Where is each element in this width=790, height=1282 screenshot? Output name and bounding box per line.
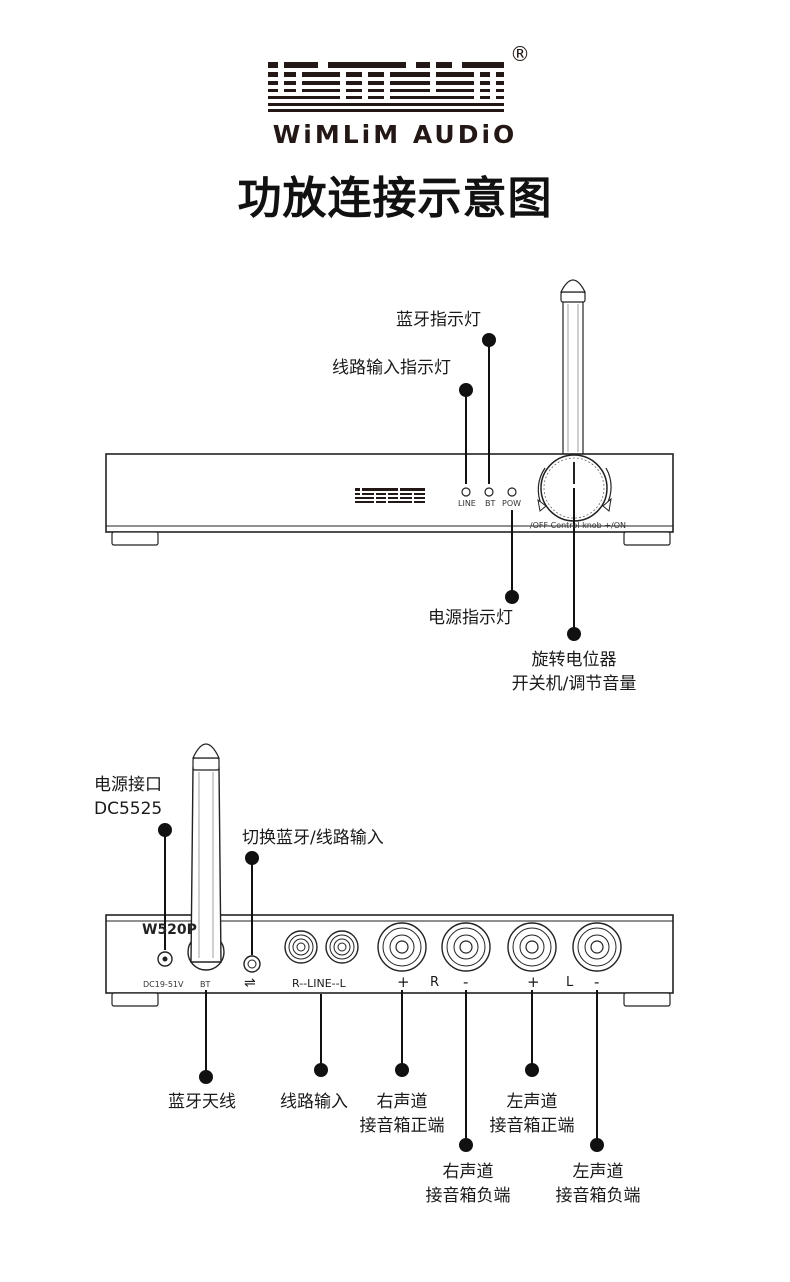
model-label: W520P	[142, 922, 197, 938]
power-port-callout-line1: 电源接口	[94, 775, 162, 795]
right-neg-callout-line2: 接音箱负端	[425, 1186, 511, 1206]
r-label: R	[430, 975, 440, 990]
r-minus-label: -	[463, 973, 469, 991]
brand-wordmark: WiMLiM AUDiO	[272, 120, 518, 149]
bt-led-label: BT	[485, 499, 496, 508]
speaker-terminal-l-plus[interactable]	[507, 922, 557, 972]
power-port-callout-line2: DC5525	[94, 799, 163, 819]
left-neg-callout-line1: 左声道	[572, 1162, 624, 1182]
power-led-callout: 电源指示灯	[428, 608, 513, 628]
bt-led	[484, 487, 494, 497]
speaker-terminal-l-minus[interactable]	[572, 922, 622, 972]
bt-port-label: BT	[200, 980, 211, 989]
rca-line-in-r[interactable]	[284, 930, 318, 964]
line-led-callout: 线路输入指示灯	[332, 358, 451, 378]
line-port-label: R--LINE--L	[292, 977, 346, 990]
logo-gaps	[278, 62, 496, 102]
page-title: 功放连接示意图	[237, 173, 553, 224]
left-pos-callout-line2: 接音箱正端	[489, 1116, 575, 1136]
switch-callout: 切换蓝牙/线路输入	[242, 828, 384, 848]
right-neg-callout-line1: 右声道	[442, 1162, 494, 1182]
line-led	[461, 487, 471, 497]
switch-symbol: ⇌	[244, 975, 256, 991]
left-neg-callout-line2: 接音箱负端	[555, 1186, 641, 1206]
dc-power-jack[interactable]	[157, 951, 173, 967]
r-plus-label: +	[397, 973, 410, 991]
l-plus-label: +	[527, 973, 540, 991]
power-led	[507, 487, 517, 497]
front-callouts	[459, 333, 581, 641]
right-pos-callout-line1: 右声道	[376, 1092, 428, 1112]
right-pos-callout-line2: 接音箱正端	[359, 1116, 445, 1136]
input-switch-button[interactable]	[243, 955, 261, 973]
l-label: L	[566, 975, 574, 990]
knob-caption: -/OFF Control knob +/ON	[527, 521, 626, 530]
knob-callout-line1: 旋转电位器	[531, 650, 617, 670]
knob-callout-line2: 开关机/调节音量	[511, 674, 637, 694]
line-in-callout: 线路输入	[280, 1092, 348, 1112]
speaker-terminal-r-plus[interactable]	[377, 922, 427, 972]
l-minus-label: -	[594, 973, 600, 991]
speaker-terminal-r-minus[interactable]	[441, 922, 491, 972]
bt-led-callout: 蓝牙指示灯	[396, 310, 481, 330]
antenna-callout: 蓝牙天线	[168, 1092, 236, 1112]
rca-line-in-l[interactable]	[325, 930, 359, 964]
power-led-label: POW	[502, 499, 522, 508]
panel-logo	[355, 488, 425, 503]
line-led-label: LINE	[458, 499, 476, 508]
dc-port-label: DC19-51V	[143, 980, 184, 989]
back-antenna[interactable]	[187, 743, 225, 971]
registered-mark: ®	[510, 42, 530, 66]
back-callouts	[158, 823, 604, 1152]
left-pos-callout-line1: 左声道	[506, 1092, 558, 1112]
